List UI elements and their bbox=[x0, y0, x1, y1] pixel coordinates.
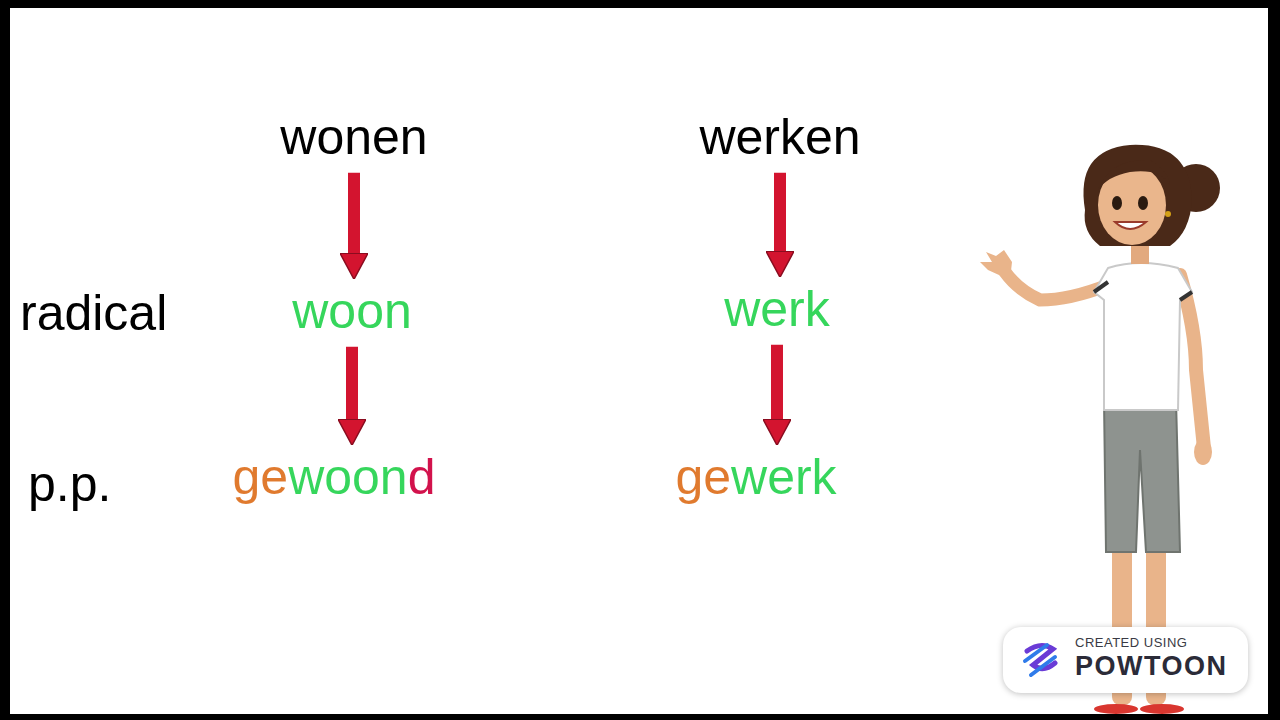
hair bbox=[1083, 145, 1192, 246]
down-arrow bbox=[774, 173, 786, 252]
down-arrow bbox=[348, 173, 360, 254]
verb-form: gewoond bbox=[231, 449, 438, 507]
row-label: p.p. bbox=[28, 456, 111, 514]
word-text: werken bbox=[699, 109, 860, 167]
eye bbox=[1112, 196, 1122, 210]
hand bbox=[980, 250, 1012, 280]
logo-stroke bbox=[1025, 645, 1055, 675]
sleeve-edge bbox=[1094, 282, 1108, 292]
earring bbox=[1165, 211, 1171, 217]
eye bbox=[1138, 196, 1148, 210]
verb-form: wonen bbox=[278, 109, 429, 167]
word-text: woon bbox=[292, 283, 412, 341]
credit-badge: CREATED USINGPOWTOON bbox=[1003, 627, 1248, 693]
sandal bbox=[1140, 704, 1184, 714]
canvas-ground bbox=[10, 8, 1268, 714]
sandal bbox=[1094, 704, 1138, 714]
pants bbox=[1104, 400, 1180, 552]
badge-caption: CREATED USING bbox=[1075, 635, 1234, 651]
arm bbox=[1180, 275, 1204, 448]
arm bbox=[1005, 272, 1108, 300]
badge-logo-text: POWTOON bbox=[1075, 651, 1234, 681]
smile bbox=[1115, 222, 1146, 229]
sleeve-edge bbox=[1180, 292, 1192, 300]
word-text: wonen bbox=[280, 109, 427, 167]
word-text: werk bbox=[724, 281, 830, 339]
fringe bbox=[1098, 160, 1170, 190]
down-arrow bbox=[771, 345, 783, 420]
word-text: gewoond bbox=[233, 449, 436, 507]
verb-form: gewerk bbox=[673, 449, 838, 507]
row-label: radical bbox=[20, 285, 167, 343]
verb-form: woon bbox=[290, 283, 414, 341]
word-text: gewerk bbox=[675, 449, 836, 507]
hand bbox=[1194, 439, 1212, 465]
shirt bbox=[1094, 263, 1192, 410]
powtoon-logo bbox=[1019, 639, 1063, 681]
verb-form: werk bbox=[722, 281, 832, 339]
verb-form: werken bbox=[697, 109, 862, 167]
down-arrow bbox=[346, 347, 358, 420]
